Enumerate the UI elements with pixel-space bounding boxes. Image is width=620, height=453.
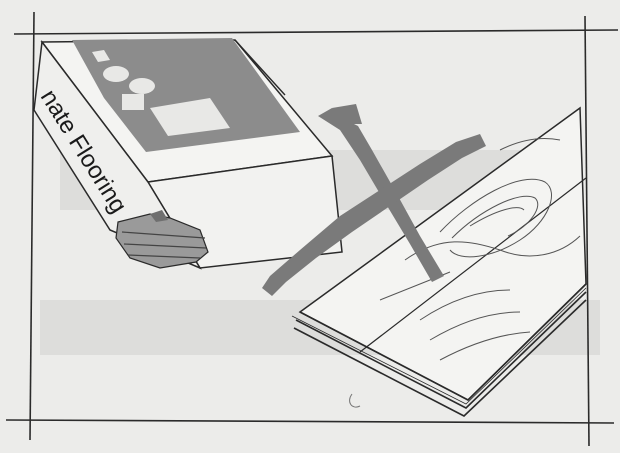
plank-edges: [291, 283, 587, 417]
small-squiggle: [349, 393, 361, 408]
wood-grain: [379, 137, 581, 361]
box-print-graphic: [72, 38, 300, 152]
box-right-edge: [234, 39, 286, 96]
flooring-box: nate Flooring: [33, 38, 343, 270]
frame-right-line: [584, 15, 590, 447]
frame-top-line: [13, 29, 619, 35]
plank-stack: [291, 106, 587, 417]
frame: [5, 11, 619, 447]
cross-mark-icon: [262, 104, 486, 296]
box-torn-corner: [115, 210, 209, 269]
frame-bottom-line: [5, 419, 615, 424]
frame-left-line: [29, 11, 35, 441]
cross-stroke-up: [262, 134, 486, 296]
plank-seam: [359, 177, 587, 353]
